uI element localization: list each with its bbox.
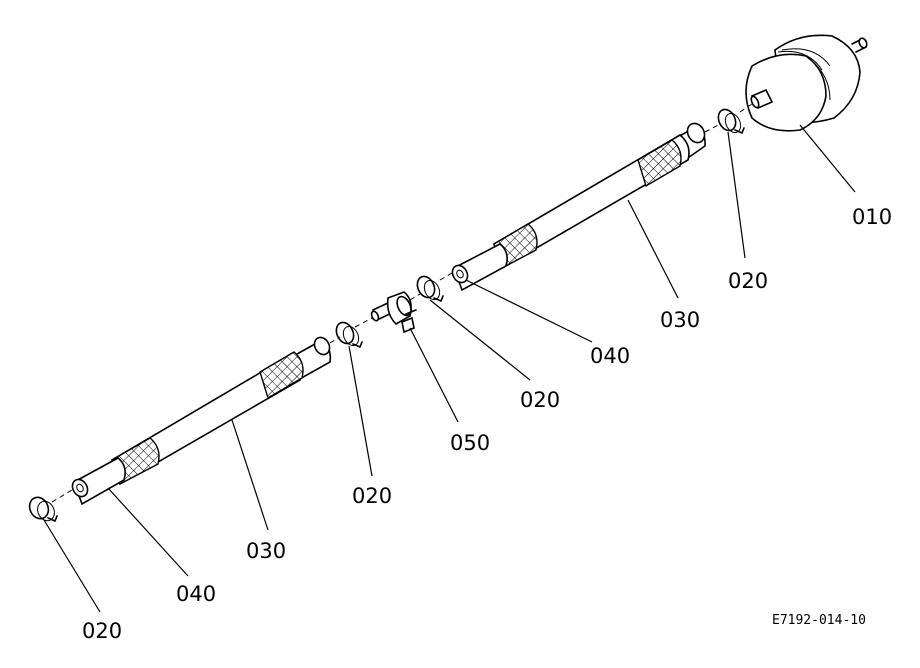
- callout-020: 020: [352, 484, 392, 508]
- drawing-code: E7192-014-10: [772, 613, 866, 628]
- callout-010: 010: [852, 205, 892, 229]
- callout-020: 020: [520, 388, 560, 412]
- callout-030: 030: [246, 539, 286, 563]
- connector-joint-part: [370, 291, 417, 334]
- callout-040: 040: [590, 344, 630, 368]
- hose-clamp-part: [717, 108, 745, 134]
- assembly-centerlines: [51, 103, 753, 503]
- callout-020: 020: [82, 619, 122, 643]
- fuel-filter-part: [745, 34, 868, 132]
- fuel-hose-part: [451, 122, 706, 292]
- callout-040: 040: [176, 582, 216, 606]
- fuel-hose-part: [71, 336, 332, 506]
- hose-clamp-part: [28, 496, 58, 522]
- leader-lines: [43, 124, 856, 613]
- hose-clamp-part: [335, 321, 363, 348]
- callout-020: 020: [728, 269, 768, 293]
- callout-030: 030: [660, 308, 700, 332]
- hose-clamp-part: [416, 275, 444, 302]
- callout-050: 050: [450, 431, 490, 455]
